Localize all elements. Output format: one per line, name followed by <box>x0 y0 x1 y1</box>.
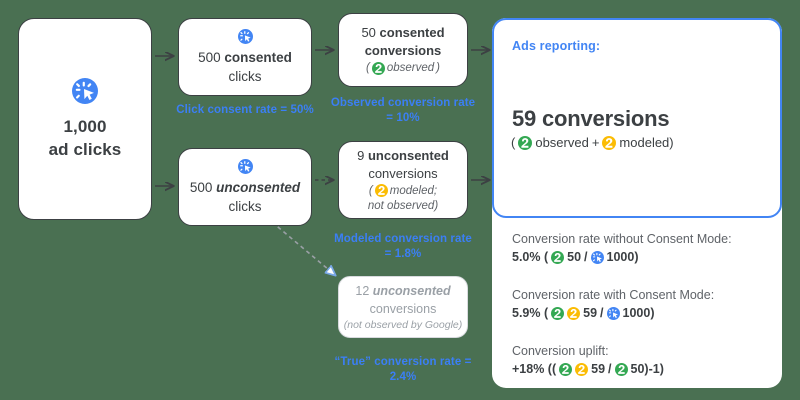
observed-conversion-rate-label: Observed conversion rate = 10% <box>330 97 476 124</box>
ad-click-icon <box>237 158 253 174</box>
paren-open: ( <box>368 184 373 197</box>
paren-open: ( <box>511 135 516 150</box>
true-conversions-emphasis: unconsented <box>372 283 451 298</box>
true-conversions-number: 12 <box>355 283 370 298</box>
unconsented-conversions-note2: not observed) <box>367 199 439 212</box>
unconsented-conversions-emphasis: unconsented <box>367 147 449 163</box>
unconsented-conversions-number: 9 <box>357 147 365 163</box>
true-conversions-line1: 12 unconsented <box>355 282 450 300</box>
reporting-panel: Ads reporting: 59 conversions ( observed… <box>492 18 782 388</box>
total-clicks-label: ad clicks <box>48 139 122 159</box>
modeled-amber-icon <box>567 307 581 320</box>
total-clicks-number: 1,000 <box>63 116 107 136</box>
consented-conversions-note: ( observed) <box>366 60 440 76</box>
unconsented-clicks-line2: clicks <box>228 198 262 214</box>
stat-title: Conversion rate without Consent Mode: <box>512 232 732 246</box>
observed-green-icon <box>559 363 573 376</box>
true-conversion-rate-label: “True” conversion rate = 2.4% <box>334 356 472 383</box>
unconsented-conversions-line2: conversions <box>368 165 438 181</box>
paren-open: ( <box>366 62 370 74</box>
unconsented-clicks-emphasis: unconsented <box>216 179 301 195</box>
divider: / <box>584 250 588 264</box>
ad-click-icon <box>590 251 604 264</box>
stat-title: Conversion rate with Consent Mode: <box>512 288 715 302</box>
consented-conversions-line1: 50 consented <box>361 24 444 42</box>
modeled-amber-icon <box>374 184 388 197</box>
unconsented-clicks-box: 500 unconsented clicks <box>178 148 312 226</box>
modeled-amber-icon <box>602 135 617 150</box>
stat-title: Conversion uplift: <box>512 344 609 358</box>
observed-count: 50 <box>567 250 582 264</box>
modeled-text: modeled; <box>389 184 438 197</box>
unconsented-conversions-box: 9 unconsented conversions ( modeled; not… <box>338 141 468 219</box>
ads-reporting-box <box>492 18 782 218</box>
unconsented-conversions-note: ( modeled; <box>369 183 437 199</box>
modeled-conversion-rate-label: Modeled conversion rate = 1.8% <box>334 233 472 260</box>
observed-count: 50 <box>630 362 645 376</box>
stat-value: +18% (( 59 / 50)-1) <box>512 360 774 379</box>
stat-prefix: 5.0% ( <box>512 250 549 264</box>
observed-green-icon <box>518 135 533 150</box>
stat-value: 5.0% ( 50 / 1000) <box>512 248 774 267</box>
stat-suffix: ) <box>650 306 655 320</box>
ads-reporting-headline: 59 conversions <box>512 106 670 131</box>
unconsented-clicks-line1: 500 unconsented <box>190 178 300 197</box>
total-ad-clicks-box: 1,000 ad clicks <box>18 18 152 220</box>
ads-reporting-title: Ads reporting: <box>512 39 601 53</box>
stat-conversion-rate-without-consent-mode: Conversion rate without Consent Mode: 5.… <box>512 230 774 267</box>
stat-value: 5.9% ( 59 / 1000) <box>512 304 774 323</box>
consented-conversions-emphasis: consented <box>379 25 445 40</box>
conversions-count: 59 <box>583 306 598 320</box>
consented-conversions-box: 50 consented conversions ( observed) <box>338 13 468 87</box>
observed-green-icon <box>551 251 565 264</box>
consented-clicks-box: 500 consented clicks <box>178 18 312 96</box>
paren-close: ) <box>436 62 440 74</box>
divider: / <box>600 306 604 320</box>
stat-suffix: )-1) <box>644 362 664 376</box>
ad-click-icon <box>606 307 620 320</box>
observed-text: observed <box>386 62 435 74</box>
true-conversions-note: (not observed by Google) <box>343 318 463 331</box>
plus-sign: + <box>591 135 600 150</box>
ad-click-icon <box>72 77 98 104</box>
stat-prefix: 5.9% ( <box>512 306 549 320</box>
true-conversions-line2: conversions <box>369 301 437 316</box>
divider: / <box>608 362 612 376</box>
paren-close: ) <box>669 135 674 150</box>
consented-clicks-line1: 500 consented <box>198 48 292 67</box>
stat-prefix: +18% (( <box>512 362 557 376</box>
modeled-amber-icon <box>575 363 589 376</box>
true-unconsented-conversions-box: 12 unconsented conversions (not observed… <box>338 276 468 338</box>
unconsented-conversions-line1: 9 unconsented <box>357 147 449 165</box>
ads-reporting-breakdown: ( observed + modeled) <box>511 135 674 150</box>
clicks-count: 1000 <box>622 306 651 320</box>
ad-click-icon <box>237 28 253 44</box>
consented-conversions-number: 50 <box>361 25 376 40</box>
consented-conversions-line2: conversions <box>364 43 442 58</box>
observed-green-icon <box>614 363 628 376</box>
stat-suffix: ) <box>634 250 639 264</box>
observed-text: observed <box>535 135 589 150</box>
observed-green-icon <box>371 61 385 75</box>
consented-clicks-line2: clicks <box>228 68 262 84</box>
stat-conversion-rate-with-consent-mode: Conversion rate with Consent Mode: 5.9% … <box>512 286 774 323</box>
observed-green-icon <box>551 307 565 320</box>
consented-clicks-emphasis: consented <box>224 49 292 65</box>
unconsented-clicks-number: 500 <box>189 179 213 195</box>
clicks-count: 1000 <box>606 250 635 264</box>
stat-conversion-uplift: Conversion uplift: +18% (( 59 / 50)-1) <box>512 342 774 379</box>
conversions-count: 59 <box>591 362 606 376</box>
consented-clicks-number: 500 <box>198 49 221 65</box>
modeled-text: modeled <box>619 135 670 150</box>
click-consent-rate-label: Click consent rate = 50% <box>176 104 314 116</box>
